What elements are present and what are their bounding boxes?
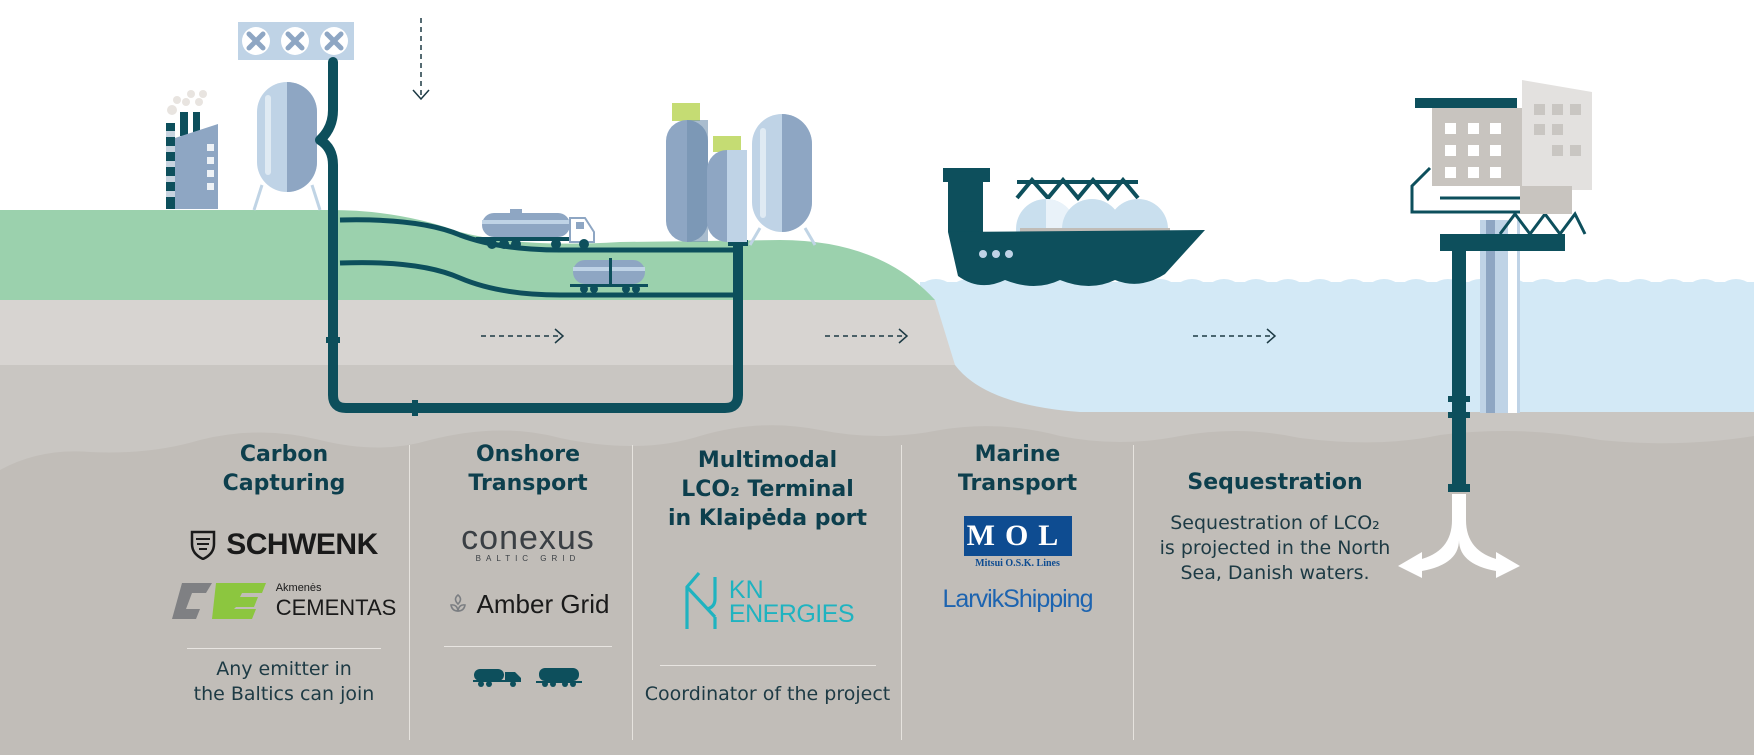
- flow-arrow-icon: [412, 18, 1277, 344]
- stage-title: Marine Transport: [957, 442, 1078, 496]
- mol-logo: MOL Mitsui O.S.K. Lines: [910, 516, 1125, 569]
- stage-sequestration: Sequestration Sequestration of LCO₂ is p…: [1145, 470, 1405, 586]
- surface-pipelines: [339, 217, 735, 298]
- stage-note: Sequestration of LCO₂ is projected in th…: [1159, 512, 1391, 584]
- column-separator: [1133, 445, 1134, 740]
- ground-light: [0, 300, 955, 365]
- kn-energies-logo: KN ENERGIES: [640, 567, 895, 637]
- akmenes-cementas-logo: Akmenės CEMENTAS: [165, 578, 403, 624]
- sea: [920, 282, 1754, 422]
- column-separator: [632, 445, 633, 740]
- stage-title: Carbon Capturing: [222, 442, 346, 496]
- injection-split-icon: [1398, 494, 1520, 578]
- terminal-tanks-icon: [666, 103, 817, 246]
- pipeline-network: [315, 57, 743, 413]
- schwenk-shield-icon: [191, 530, 216, 560]
- truck-icon: [473, 669, 521, 687]
- stage-title: Sequestration: [1187, 470, 1363, 495]
- conexus-logo: conexus BALTIC GRID: [461, 519, 595, 563]
- rail-tank-car-icon: [570, 258, 648, 293]
- stage-carbon-capturing: Carbon Capturing SCHWENK Akmenės CEMENTA…: [165, 440, 403, 707]
- kn-mark-icon: [685, 571, 717, 629]
- larvik-shipping-logo: LarvikShipping: [942, 585, 1094, 613]
- stage-marine-transport: Marine Transport MOL Mitsui O.S.K. Lines…: [910, 440, 1125, 614]
- stage-onshore-transport: Onshore Transport conexus BALTIC GRID Am…: [420, 440, 636, 687]
- stage-note: Any emitter in the Baltics can join: [193, 658, 375, 705]
- storage-tank-icon: [252, 82, 322, 211]
- amber-grid-logo: Amber Grid: [420, 586, 636, 622]
- amber-grid-leaf-icon: [449, 593, 466, 612]
- ac-monogram-icon: [171, 583, 266, 619]
- ground-green: [0, 210, 935, 300]
- rail-car-icon: [536, 668, 582, 687]
- stage-title: Multimodal LCO₂ Terminal in Klaipėda por…: [668, 448, 867, 531]
- factory-icon: [166, 90, 218, 209]
- column-separator: [901, 445, 902, 740]
- schwenk-logo: SCHWENK: [165, 526, 403, 564]
- column-separator: [409, 445, 410, 740]
- cooling-fans-icon: [238, 22, 354, 60]
- tanker-truck-icon: [476, 209, 595, 249]
- sea-waves: [920, 279, 1754, 300]
- stage-title: Onshore Transport: [468, 442, 588, 496]
- ground-dark: [0, 425, 1754, 755]
- stage-lco2-terminal: Multimodal LCO₂ Terminal in Klaipėda por…: [640, 448, 895, 707]
- lco2-ship-icon: [943, 168, 1205, 286]
- stage-note: Coordinator of the project: [644, 683, 891, 705]
- vehicle-icons: [420, 665, 636, 687]
- offshore-platform-icon: [1410, 80, 1592, 492]
